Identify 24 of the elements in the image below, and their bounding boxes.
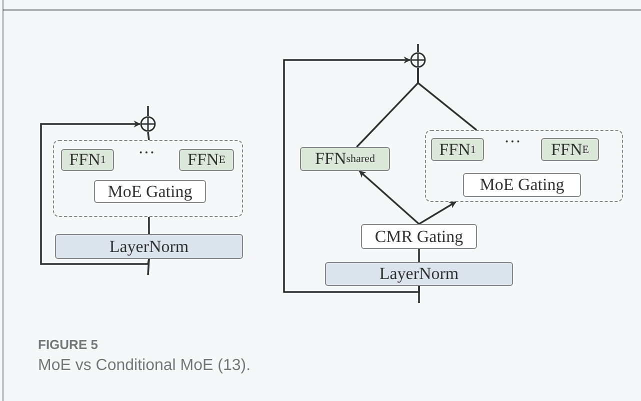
ellipsis-dots: ···	[138, 143, 155, 163]
connector-line	[147, 132, 150, 140]
sum-circle	[140, 116, 156, 132]
ellipsis-dots: ···	[504, 132, 521, 152]
connector-line	[417, 44, 419, 52]
arrow	[283, 56, 420, 293]
layernorm-box: LayerNorm	[325, 262, 513, 286]
arrow	[358, 170, 420, 225]
dashed-group-box	[53, 140, 243, 217]
gating-box: MoE Gating	[94, 180, 206, 203]
gating-box: MoE Gating	[463, 173, 581, 197]
gating-box: CMR Gating	[361, 224, 477, 249]
connector-line	[418, 249, 420, 262]
arrow	[418, 201, 456, 225]
arrow	[40, 120, 150, 265]
connector-line	[147, 106, 149, 116]
sum-circle	[410, 52, 426, 68]
connector-line	[148, 217, 150, 234]
figure-caption: MoE vs Conditional MoE (13).	[38, 357, 251, 375]
figure-number: FIGURE 5	[38, 337, 98, 352]
connector-line	[417, 68, 478, 131]
dashed-group-box	[425, 130, 623, 202]
connector-line	[147, 258, 150, 276]
layernorm-box: LayerNorm	[55, 234, 243, 259]
